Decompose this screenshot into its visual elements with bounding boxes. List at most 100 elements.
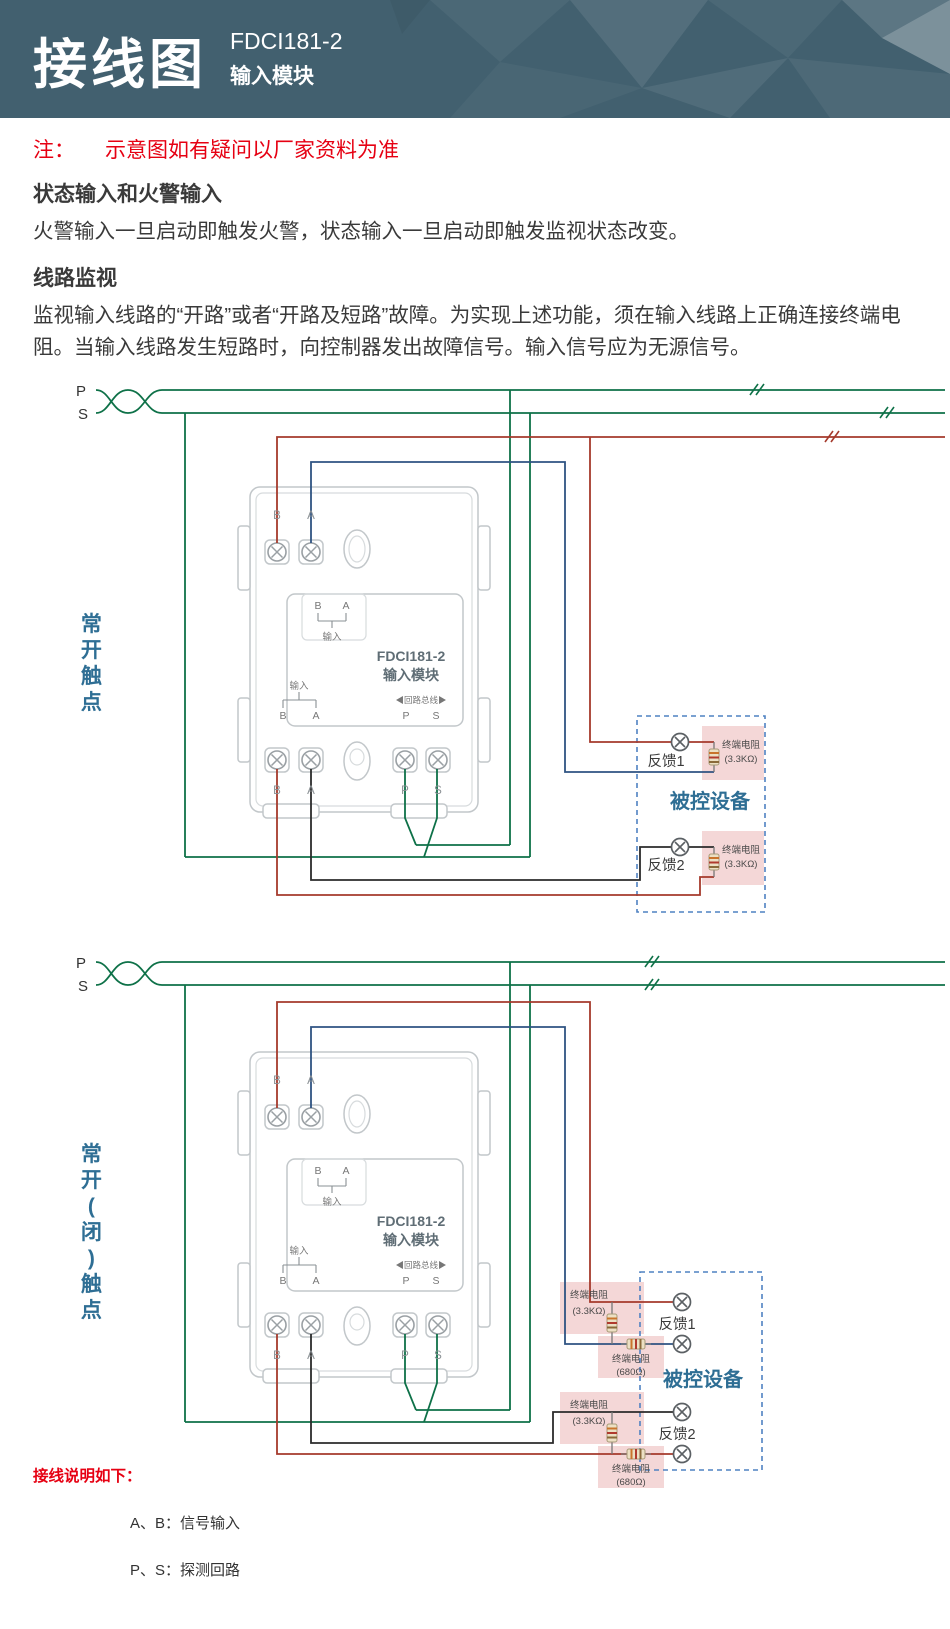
terminal-s-label: S xyxy=(434,1350,442,1362)
section2-title: 线路监视 xyxy=(33,266,117,290)
diagram1: P S B A B A 输入 FDCI181-2 输入模块 输入 B A ◀回路… xyxy=(76,383,945,913)
diagram2-bus-p-label: P xyxy=(76,955,86,972)
resistor2-label: 终端电阻 xyxy=(722,844,761,856)
legend-desc-ab: 信号输入 xyxy=(180,1515,241,1532)
terminal-s-label: S xyxy=(434,785,442,797)
diagram2-device-box xyxy=(639,1271,763,1471)
terminal-a-label: A xyxy=(307,1075,315,1087)
module-type: 输入模块 xyxy=(383,667,440,683)
input-symbol-label: 输入 xyxy=(289,1245,309,1257)
legend-item-ps: P、S：探测回路 xyxy=(130,1559,240,1580)
section1-title: 状态输入和火警输入 xyxy=(33,183,222,206)
diagram2-module-labels: B A B A 输入 FDCI181-2 输入模块 输入 B A ◀回路总线▶ … xyxy=(273,1075,446,1362)
diagram2-feedback2-terminal-b xyxy=(672,1444,692,1464)
feedback2-label: 反馈2 xyxy=(647,857,684,874)
resistor-3k3-label: 终端电阻 xyxy=(570,1289,609,1301)
feedback1-label: 反馈1 xyxy=(658,1316,695,1333)
diagram2-feedback1-terminal-a xyxy=(672,1292,692,1312)
legend-desc-ps: 探测回路 xyxy=(180,1562,241,1579)
legend-item-ab: A、B：信号输入 xyxy=(130,1512,240,1533)
inner-p-label: P xyxy=(402,1275,409,1287)
inner-b-label: B xyxy=(279,1275,286,1287)
resistor-680-value: (680Ω) xyxy=(616,1477,645,1488)
diagram1-device-box xyxy=(636,715,766,913)
input-symbol-label: 输入 xyxy=(322,1196,342,1208)
resistor1-label: 终端电阻 xyxy=(722,739,761,751)
diagram1-input2-wires xyxy=(276,769,714,896)
diagram1-device-labels: 反馈1 反馈2 终端电阻 (3.3KΩ) 终端电阻 (3.3KΩ) 被控设备 xyxy=(647,739,760,874)
terminal-a-label: A xyxy=(307,785,315,797)
resistor1-value: (3.3KΩ) xyxy=(725,754,758,765)
terminal-b-label: B xyxy=(273,1075,281,1087)
page-title: 接线图 xyxy=(33,35,207,95)
diagram1-module-labels: B A B A 输入 FDCI181-2 输入模块 输入 B A ◀回路总线▶ … xyxy=(273,510,446,797)
inner-s-label: S xyxy=(432,1275,439,1287)
feedback2-label: 反馈2 xyxy=(658,1426,695,1443)
diagram2-input1-wires xyxy=(276,1001,682,1345)
diagram2-loop-wires xyxy=(95,955,945,1423)
diagram2-module-body xyxy=(238,1052,490,1383)
warning-note: 注： 示意图如有疑问以厂家资料为准 xyxy=(33,134,921,164)
terminal-b-label: B xyxy=(273,785,281,797)
diagram2-device-labels: 反馈1 反馈2 终端电阻 (3.3KΩ) 终端电阻 (680Ω) 终端电阻 (3… xyxy=(570,1289,744,1488)
banner-pattern xyxy=(390,0,950,118)
diagram1-bus-s-label: S xyxy=(78,406,88,423)
terminal-a-label: A xyxy=(307,510,315,522)
inner-p-label: P xyxy=(402,710,409,722)
warning-label: 注： xyxy=(33,139,75,162)
diagram1-loop-wires xyxy=(95,383,945,858)
section1-body: 火警输入一旦启动即触发火警，状态输入一旦启动即触发监视状态改变。 xyxy=(33,220,689,243)
inner-a-label: A xyxy=(342,600,349,612)
header-banner: 接线图 FDCI181-2 输入模块 xyxy=(0,0,950,118)
resistor-680-label: 终端电阻 xyxy=(612,1353,651,1365)
diagram1-resistor-boxes xyxy=(702,726,764,885)
model-number: FDCI181-2 xyxy=(230,28,343,54)
legend-term-ps: P、S： xyxy=(130,1562,181,1579)
inner-a-label: A xyxy=(312,1275,319,1287)
loop-bus-label: ◀回路总线▶ xyxy=(395,695,446,705)
diagram2-feedback1-terminal-b xyxy=(672,1334,692,1354)
resistor-680-value: (680Ω) xyxy=(616,1367,645,1378)
module-type: 输入模块 xyxy=(383,1232,440,1248)
notes-section: 注： 示意图如有疑问以厂家资料为准 状态输入和火警输入 火警输入一旦启动即触发火警… xyxy=(33,134,921,364)
terminal-b-label: B xyxy=(273,1350,281,1362)
diagram1-module-body xyxy=(238,487,490,818)
inner-b-label: B xyxy=(279,710,286,722)
inner-a-label: A xyxy=(342,1165,349,1177)
section2-body: 监视输入线路的“开路”或者“开路及短路”故障。为实现上述功能，须在输入线路上正确… xyxy=(33,303,901,359)
terminal-a-label: A xyxy=(307,1350,315,1362)
legend-title: 接线说明如下： xyxy=(33,1468,142,1485)
input-symbol-label: 输入 xyxy=(322,631,342,643)
resistor-3k3-label: 终端电阻 xyxy=(570,1399,609,1411)
legend-term-ab: A、B： xyxy=(130,1515,181,1532)
inner-b-label: B xyxy=(314,600,321,612)
terminal-b-label: B xyxy=(273,510,281,522)
input-symbol-label: 输入 xyxy=(289,680,309,692)
diagram1-feedback1-terminal xyxy=(670,732,690,752)
inner-b-label: B xyxy=(314,1165,321,1177)
diagram2: P S B A B A 输入 FDCI181-2 输入模块 输入 B A ◀回路… xyxy=(76,955,945,1488)
diagram2-side-label: 常开(闭)触点 xyxy=(80,1143,102,1323)
feedback1-label: 反馈1 xyxy=(647,753,684,770)
controlled-device-label: 被控设备 xyxy=(663,1367,744,1391)
module-name: FDCI181-2 xyxy=(377,648,446,664)
warning-text: 示意图如有疑问以厂家资料为准 xyxy=(105,139,399,162)
diagram2-feedback2-terminal-a xyxy=(672,1402,692,1422)
loop-bus-label: ◀回路总线▶ xyxy=(395,1260,446,1270)
model-type: 输入模块 xyxy=(230,65,314,88)
controlled-device-label: 被控设备 xyxy=(670,789,751,813)
legend-section: 接线说明如下： A、B：信号输入 P、S：探测回路 xyxy=(33,1464,240,1580)
resistor-3k3-value: (3.3KΩ) xyxy=(573,1306,606,1317)
diagram2-input2-wires xyxy=(276,1334,682,1455)
diagram1-side-label: 常开触点 xyxy=(80,613,102,715)
inner-a-label: A xyxy=(312,710,319,722)
diagram1-feedback2-terminal xyxy=(670,837,690,857)
inner-s-label: S xyxy=(432,710,439,722)
resistor-680-label: 终端电阻 xyxy=(612,1463,651,1475)
diagram1-bus-p-label: P xyxy=(76,383,86,400)
resistor-3k3-value: (3.3KΩ) xyxy=(573,1416,606,1427)
resistor2-value: (3.3KΩ) xyxy=(725,859,758,870)
terminal-p-label: P xyxy=(401,785,409,797)
